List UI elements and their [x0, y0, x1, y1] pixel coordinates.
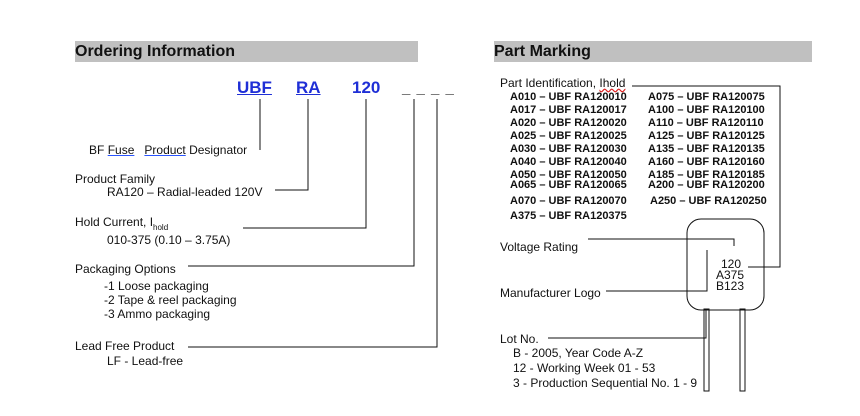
device-lead-left	[703, 308, 710, 392]
part-id-entry: A030 – UBF RA120030	[510, 143, 627, 155]
device-marking-a375: A375	[716, 268, 745, 282]
packaging-option: -2 Tape & reel packaging	[104, 293, 237, 307]
leader-lot	[548, 310, 707, 339]
manufacturer-logo-label: Manufacturer Logo	[500, 286, 601, 300]
leader-logo	[606, 250, 708, 292]
hold-current-sub: hold	[153, 223, 169, 232]
part-id-entry: A200 – UBF RA120200	[648, 179, 765, 191]
part-id-label: Part Identification, Ihold	[500, 76, 625, 90]
product-text: Product	[144, 143, 186, 157]
hold-current-value: 010-375 (0.10 – 3.75A)	[107, 233, 231, 247]
device-marking-b123: B123	[716, 279, 745, 293]
part-id-entry: A065 – UBF RA120065	[510, 179, 627, 191]
leader-lead-free	[188, 99, 438, 348]
code-120: 120	[352, 78, 381, 97]
part-id-entry: A185 – UBF RA120185	[648, 169, 765, 181]
part-id-entry: A050 – UBF RA120050	[510, 169, 627, 181]
bf-text: BF	[89, 143, 105, 157]
lot-line: 3 - Production Sequential No. 1 - 9	[513, 376, 698, 390]
hold-current-text: Hold Current, I	[75, 215, 154, 229]
part-id-entry: A250 – UBF RA120250	[650, 195, 767, 207]
lot-label: Lot No.	[500, 332, 539, 346]
bf-designator: BF Fuse Product Designator	[89, 143, 247, 157]
lot-line: B - 2005, Year Code A-Z	[513, 346, 644, 360]
code-ra: RA	[296, 78, 321, 97]
packaging-label: Packaging Options	[75, 262, 176, 276]
ordering-info-header: Ordering Information	[75, 41, 418, 62]
code-ubf: UBF	[237, 78, 272, 97]
hold-current-label: Hold Current, Ihold	[75, 215, 169, 232]
part-id-entry: A100 – UBF RA120100	[648, 104, 765, 116]
part-id-entry: A040 – UBF RA120040	[510, 156, 627, 168]
lead-free-label: Lead Free Product	[75, 339, 175, 353]
part-id-prefix: Part Identification,	[500, 76, 600, 90]
part-marking-header: Part Marking	[494, 41, 812, 62]
product-family-value: RA120 – Radial-leaded 120V	[107, 185, 263, 199]
lot-line: 12 - Working Week 01 - 53	[513, 361, 656, 375]
device-lead-right	[739, 308, 746, 392]
part-id-entry: A017 – UBF RA120017	[510, 104, 627, 116]
device-marking-120: 120	[721, 257, 742, 271]
fuse-text: Fuse	[107, 143, 135, 157]
code-dashes: _ _ _ _	[402, 80, 455, 97]
part-id-entry: A110 – UBF RA120110	[648, 117, 764, 129]
leader-voltage	[588, 238, 735, 246]
part-id-ihold: Ihold	[599, 76, 626, 90]
designator-text: Designator	[189, 143, 248, 157]
product-family-label: Product Family	[75, 172, 156, 186]
part-id-entry: A070 – UBF RA120070	[510, 195, 627, 207]
ordering-info-title: Ordering Information	[75, 43, 235, 60]
leader-hold-current	[243, 99, 367, 229]
part-id-entry: A160 – UBF RA120160	[648, 156, 765, 168]
lead-free-value: LF - Lead-free	[107, 354, 184, 368]
packaging-option: -1 Loose packaging	[104, 279, 209, 293]
leader-product-family	[275, 99, 309, 191]
part-marking-title: Part Marking	[494, 43, 591, 60]
packaging-option: -3 Ammo packaging	[104, 307, 211, 321]
part-id-entry: A020 – UBF RA120020	[510, 117, 627, 129]
part-id-entry: A075 – UBF RA120075	[648, 91, 765, 103]
part-id-entry: A025 – UBF RA120025	[510, 130, 627, 142]
part-id-entry: A010 – UBF RA120010	[510, 91, 627, 103]
part-id-entry: A135 – UBF RA120135	[648, 143, 765, 155]
voltage-rating-label: Voltage Rating	[500, 240, 579, 254]
part-id-entry: A375 – UBF RA120375	[510, 210, 627, 222]
part-id-entry: A125 – UBF RA120125	[648, 130, 765, 142]
